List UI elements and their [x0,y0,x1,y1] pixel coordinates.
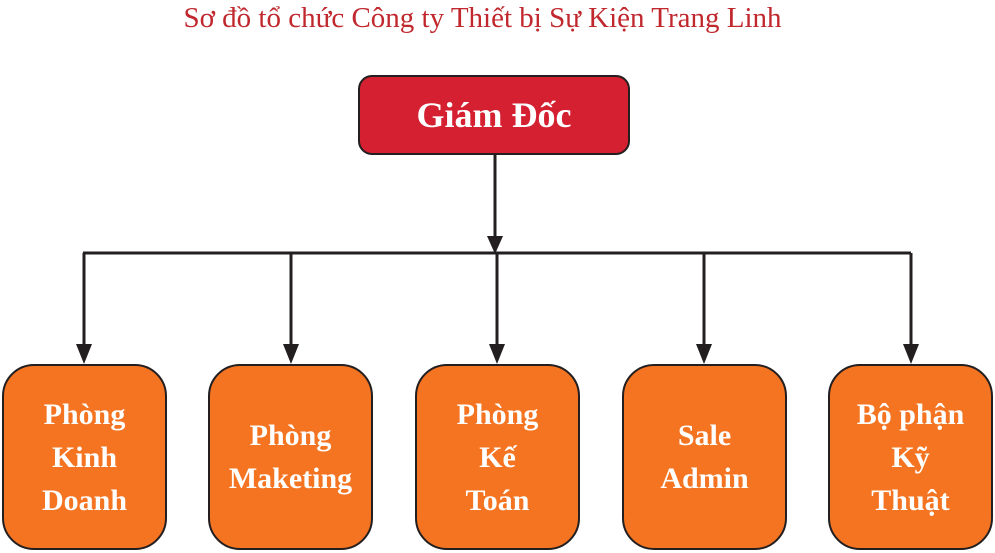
arrow-head [76,344,92,364]
arrow-head [487,236,503,254]
arrow-head [489,344,505,364]
node-label: Bộ phận Kỹ Thuật [856,397,965,517]
arrow-head [283,344,299,364]
node-sale-admin: Sale Admin [622,364,787,550]
arrow-head [696,344,712,364]
node-phong-ke-toan: Phòng Kế Toán [415,364,580,550]
node-label: Sale Admin [660,419,749,495]
node-label: Giám Đốc [416,95,572,135]
node-label: Phòng Kế Toán [456,397,539,517]
node-label: Phòng Maketing [228,419,353,495]
arrow-head [903,344,919,364]
node-phong-maketing: Phòng Maketing [208,364,373,550]
node-giam-doc: Giám Đốc [358,75,630,155]
chart-title: Sơ đồ tổ chức Công ty Thiết bị Sự Kiện T… [183,2,782,34]
node-label: Phòng Kinh Doanh [41,397,128,517]
node-phong-kinh-doanh: Phòng Kinh Doanh [2,364,167,550]
node-bo-phan-ky-thuat: Bộ phận Kỹ Thuật [828,364,993,550]
